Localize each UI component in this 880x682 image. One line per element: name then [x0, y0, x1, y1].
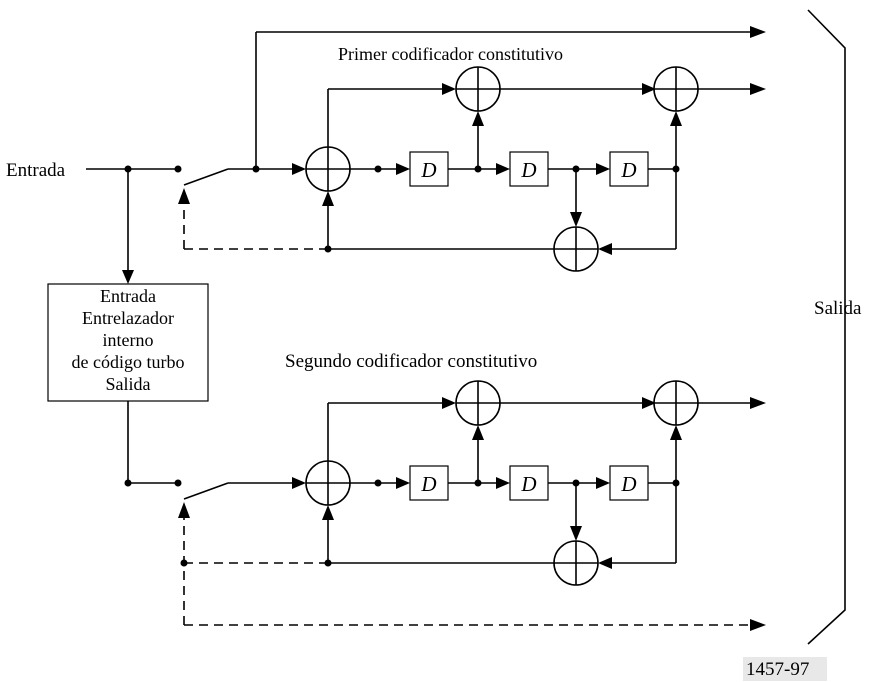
input-section: Entrada — [6, 160, 182, 284]
first-encoder-switch — [183, 163, 306, 186]
second-encoder-input-adder — [305, 460, 351, 506]
second-encoder-parity-adder-2 — [653, 380, 699, 426]
first-encoder-delay-2: D — [509, 151, 549, 187]
interleaver-box: Entrada Entrelazador interno de código t… — [47, 283, 209, 487]
second-encoder-delay-1: D — [409, 465, 449, 501]
first-encoder-delay-1: D — [409, 151, 449, 187]
delay-label: D — [620, 472, 636, 496]
first-encoder-label: Primer codificador constitutivo — [338, 44, 563, 64]
delay-label: D — [520, 472, 536, 496]
first-encoder-parity-adder-2 — [653, 66, 699, 112]
second-encoder: Segundo codificador constitutivo D — [178, 351, 766, 631]
interleaver-input-label: Entrada — [100, 286, 156, 306]
delay-label: D — [420, 472, 436, 496]
interleaver-title-3: de código turbo — [72, 352, 185, 372]
first-encoder: Primer codificador constitutivo — [178, 26, 766, 272]
first-encoder-input-adder — [305, 146, 351, 192]
output-label: Salida — [814, 298, 862, 319]
interleaver-output-label: Salida — [106, 374, 151, 394]
figure-id-label: 1457-97 — [746, 659, 809, 680]
second-encoder-delay-3: D — [609, 465, 649, 501]
first-encoder-parity-adder-1 — [455, 66, 501, 112]
delay-label: D — [620, 158, 636, 182]
input-label: Entrada — [6, 160, 66, 181]
first-encoder-feedback-adder — [553, 226, 599, 272]
figure-id: 1457-97 — [743, 657, 827, 681]
second-encoder-switch — [183, 477, 306, 500]
output-bracket: Salida — [807, 9, 862, 645]
delay-label: D — [420, 158, 436, 182]
second-encoder-parity-adder-1 — [455, 380, 501, 426]
interleaver-title-2: interno — [103, 330, 154, 350]
delay-label: D — [520, 158, 536, 182]
second-encoder-label: Segundo codificador constitutivo — [285, 351, 537, 372]
second-encoder-delay-2: D — [509, 465, 549, 501]
first-encoder-delay-3: D — [609, 151, 649, 187]
interleaver-title-1: Entrelazador — [82, 308, 174, 328]
second-encoder-feedback-adder — [553, 540, 599, 586]
